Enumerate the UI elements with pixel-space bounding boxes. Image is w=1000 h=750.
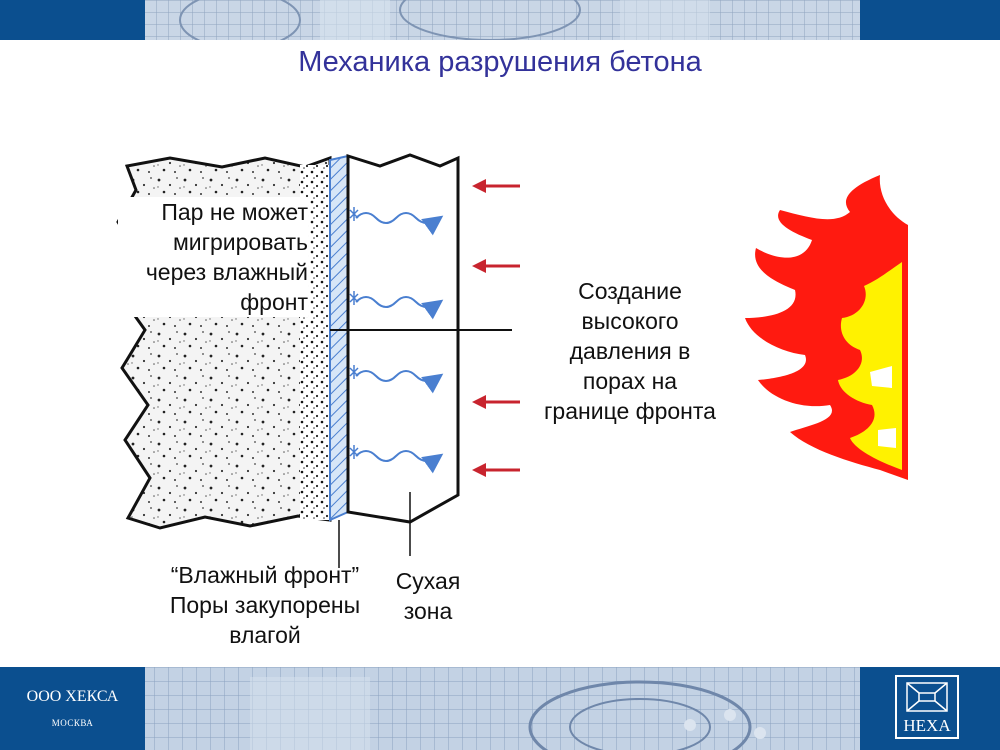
wet-front-label: “Влажный фронт” Поры закупорены влагой xyxy=(169,562,361,648)
logo-text: HEXA xyxy=(903,716,951,735)
footer-band xyxy=(0,667,1000,750)
dry-zone-label: Сухая зона xyxy=(395,568,461,624)
company-block: ООО ХЕКСА МОСКВА xyxy=(0,680,145,728)
page-title: Механика разрушения бетона xyxy=(298,46,702,78)
company-name: ООО ХЕКСА xyxy=(26,688,119,705)
vapor-arrow-icon xyxy=(355,212,444,474)
company-city: МОСКВА xyxy=(51,718,94,728)
heat-arrow-icon xyxy=(472,179,520,477)
header-band xyxy=(0,0,1000,40)
hexa-logo-icon: HEXA xyxy=(895,675,959,739)
flame-icon xyxy=(745,175,908,480)
vapor-label: Пар не может мигрировать через влажный ф… xyxy=(118,197,308,317)
pressure-label: Создание высокого давления в порах на гр… xyxy=(544,278,716,424)
